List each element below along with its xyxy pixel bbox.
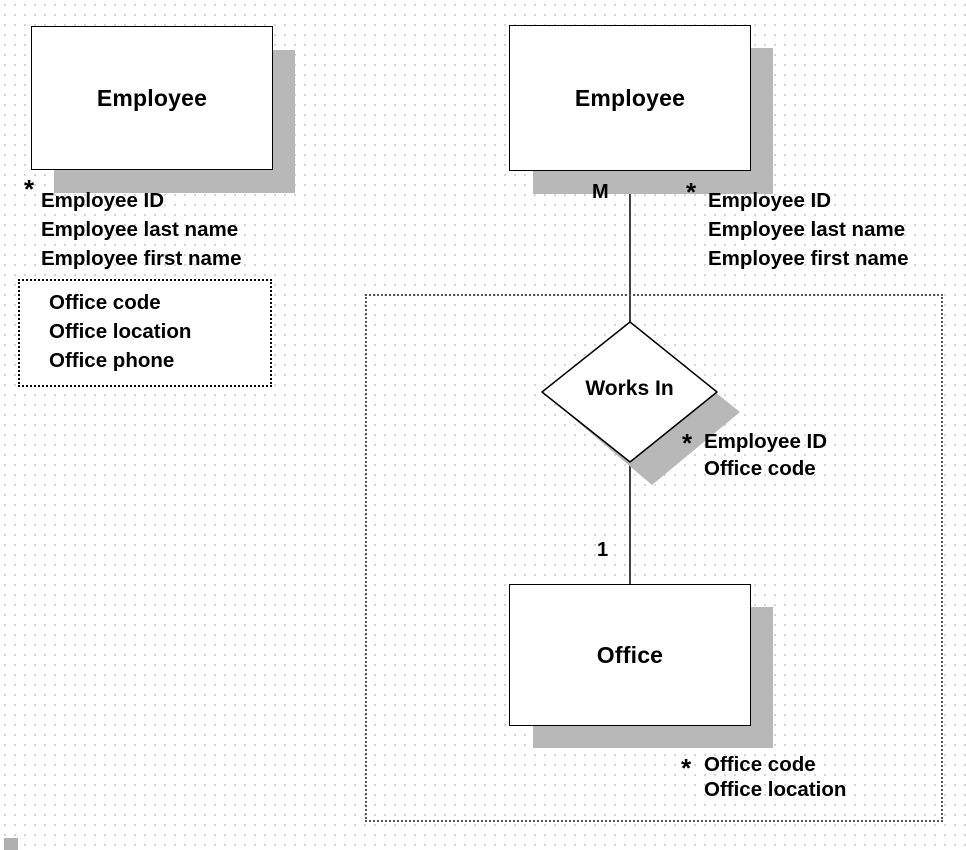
corner-handle [4,838,18,850]
office-entity[interactable]: Office [509,584,751,726]
left-employee-label: Employee [96,84,208,111]
right-employee-entity[interactable]: Employee [509,25,751,171]
attribute: Employee first name [708,247,909,270]
office-attribute-list: Office code Office location [704,752,846,802]
relationship-key-marker: * [682,428,693,458]
left-office-group-box[interactable] [18,279,272,387]
attribute: Employee ID [704,430,828,453]
right-employee-label: Employee [574,84,686,111]
cardinality-many: M [592,181,609,203]
office-label: Office [596,641,664,668]
attribute: Office code [49,291,161,314]
attribute: Office location [49,320,192,343]
left-employee-entity[interactable]: Employee [31,26,273,170]
relationship-attribute-list: Employee ID Office code [704,428,827,482]
right-dotted-frame [365,294,943,822]
right-employee-attribute-list: Employee ID Employee last name Employee … [708,186,909,273]
attribute: Office code [704,457,816,480]
attribute: Office code [704,753,816,776]
left-office-group-attributes: Office code Office location Office phone [49,288,191,375]
attribute: Employee last name [708,218,906,241]
attribute: Office phone [49,349,175,372]
left-attribute-list: Employee ID Employee last name Employee … [41,186,242,273]
relationship-diamond [541,321,718,463]
attribute: Employee ID [41,189,165,212]
attribute: Office location [704,778,847,801]
attribute: Employee ID [708,189,832,212]
attribute: Employee first name [41,247,242,270]
cardinality-one: 1 [597,539,609,561]
right-employee-key-marker: * [686,177,697,207]
left-key-marker: * [24,174,35,204]
relationship-label[interactable]: Works In [585,377,674,400]
office-key-marker: * [681,753,692,783]
attribute: Employee last name [41,218,239,241]
